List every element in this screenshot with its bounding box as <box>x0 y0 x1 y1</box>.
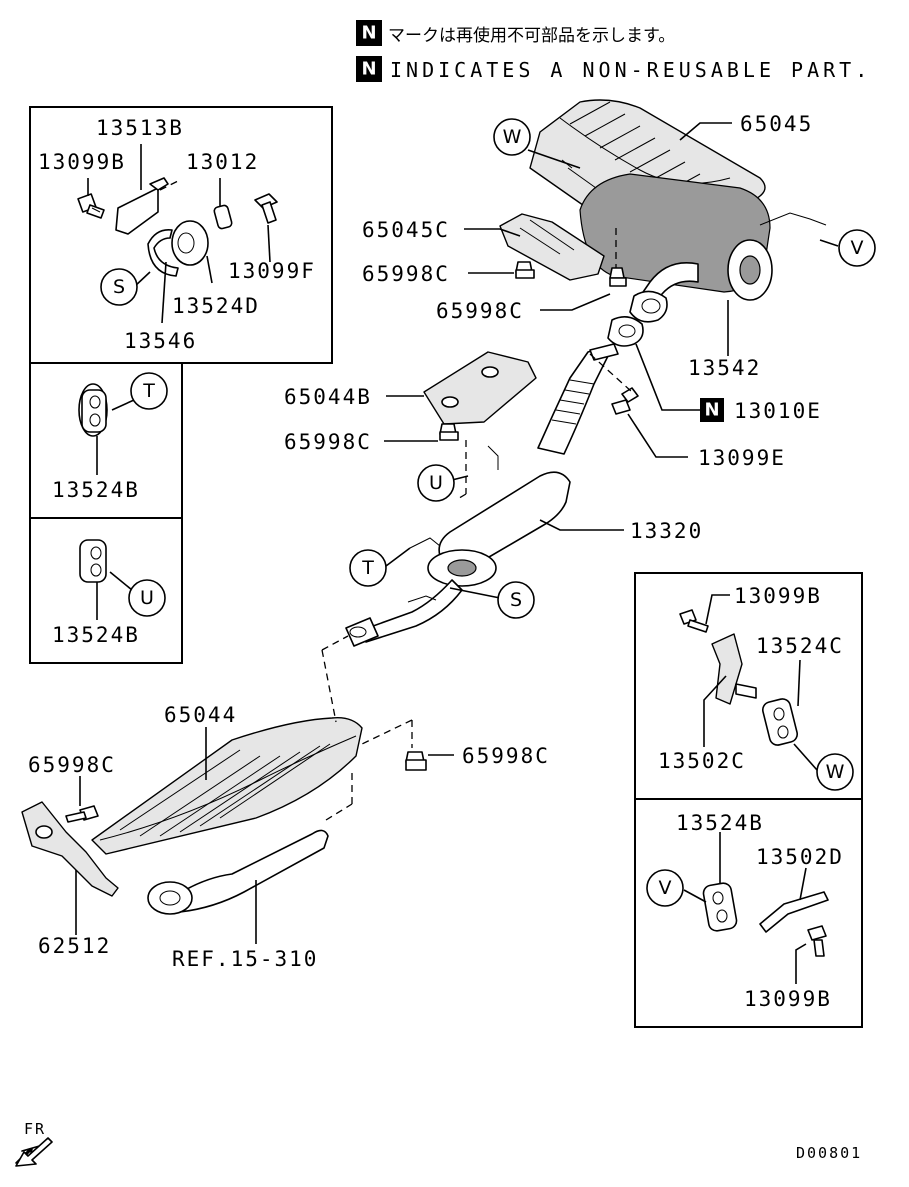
label-13502D: 13502D <box>756 845 844 869</box>
svg-text:W: W <box>826 761 845 783</box>
callout-W-right: W <box>816 753 854 791</box>
label-13524D: 13524D <box>172 294 260 318</box>
label-13546: 13546 <box>124 329 197 353</box>
nonreusable-mark-letter: N <box>361 23 376 44</box>
label-65044: 65044 <box>164 703 237 727</box>
label-65998C-a: 65998C <box>362 262 450 286</box>
bolt-65998C-upper <box>515 261 627 287</box>
label-13010E: 13010E <box>734 399 822 423</box>
label-65045C: 65045C <box>362 218 450 242</box>
part-labels: 13513B 13099B 13012 13099F 13524D 13546 … <box>28 112 844 1011</box>
bracket-13513B <box>115 187 159 235</box>
non-reusable-note: N マークは再使用不可部品を示します。 N INDICATES A NON-RE… <box>356 20 871 82</box>
label-13524B-T: 13524B <box>52 478 140 502</box>
callout-T-inset: T <box>130 372 168 410</box>
label-13012: 13012 <box>186 150 259 174</box>
label-13524C: 13524C <box>756 634 844 658</box>
note-english: INDICATES A NON-REUSABLE PART. <box>390 58 871 82</box>
callout-S-center: S <box>497 581 535 619</box>
label-13099B-topleft: 13099B <box>38 150 126 174</box>
label-13320: 13320 <box>630 519 703 543</box>
nonreusable-mark-letter: N <box>361 59 376 80</box>
hanger-13502D-assembly <box>702 882 829 957</box>
label-13524B-U: 13524B <box>52 623 140 647</box>
rubber-hanger-13524B-T <box>78 383 135 475</box>
figure-code: D00801 <box>796 1144 862 1162</box>
nonreusable-mark-letter: N <box>704 400 719 421</box>
pin-13012 <box>213 204 233 230</box>
label-13099F: 13099F <box>228 259 316 283</box>
nonreusable-mark-icon <box>700 398 724 422</box>
center-pipe-13320 <box>345 343 619 647</box>
callout-U-center: U <box>417 464 455 502</box>
label-65998C-e: 65998C <box>28 753 116 777</box>
main-muffler-13542 <box>561 159 827 317</box>
bolt-13099E <box>611 387 639 415</box>
label-13099B-right-bottom: 13099B <box>744 987 832 1011</box>
bolt-65998C-lower-left <box>65 805 99 823</box>
front-pipe-reference <box>147 829 329 915</box>
rubber-hanger-13524D <box>171 220 209 266</box>
label-65045: 65045 <box>740 112 813 136</box>
alignment-lines <box>321 228 633 821</box>
label-65044B: 65044B <box>284 385 372 409</box>
label-13099B-right-top: 13099B <box>734 584 822 608</box>
label-13502C: 13502C <box>658 749 746 773</box>
svg-text:U: U <box>140 587 154 609</box>
callout-S-inset: S <box>100 268 138 306</box>
callout-T-center: T <box>349 549 387 587</box>
label-13099E: 13099E <box>698 446 786 470</box>
heat-shield-65044B <box>423 351 537 425</box>
heat-shield-65045C <box>499 213 605 281</box>
svg-text:U: U <box>429 472 443 494</box>
hanger-bracket-assembly <box>77 144 278 324</box>
label-ref-15-310: REF.15-310 <box>172 947 318 971</box>
gasket-13010E <box>607 316 644 347</box>
svg-text:S: S <box>510 589 522 611</box>
label-62512: 62512 <box>38 934 111 958</box>
label-65998C-c: 65998C <box>284 430 372 454</box>
right-inset-boxes <box>634 572 863 1028</box>
flange-pipe-end <box>629 290 668 323</box>
rubber-hanger-13524B-U <box>79 539 133 620</box>
nonreusable-mark-icon <box>356 56 382 82</box>
bolt-13099F <box>254 193 278 224</box>
svg-text:W: W <box>503 126 522 148</box>
fr-label: FR <box>24 1120 46 1138</box>
callout-V-top: V <box>838 229 876 267</box>
bolt-65998C-center <box>439 423 459 441</box>
label-13524B-right: 13524B <box>676 811 764 835</box>
callout-V-right: V <box>646 869 684 907</box>
svg-text:V: V <box>659 877 672 899</box>
svg-text:T: T <box>361 557 374 579</box>
label-13542: 13542 <box>688 356 761 380</box>
callout-U-inset: U <box>128 579 166 617</box>
label-65998C-b: 65998C <box>436 299 524 323</box>
svg-text:V: V <box>851 237 864 259</box>
front-direction-indicator: FR <box>15 1120 53 1167</box>
bolt-65998C-lower-right <box>405 751 427 771</box>
bolt-13099B-topleft <box>77 193 105 219</box>
heat-shield-65044 <box>91 717 363 855</box>
callout-circles: W V S T U U T S <box>100 118 876 907</box>
hanger-13502C-assembly <box>679 609 799 746</box>
callout-W-top: W <box>493 118 531 156</box>
bracket-62512 <box>21 801 119 897</box>
note-japanese: マークは再使用不可部品を示します。 <box>388 25 675 46</box>
label-13513B: 13513B <box>96 116 184 140</box>
label-65998C-d: 65998C <box>462 744 550 768</box>
left-inset-boxes <box>29 106 333 664</box>
svg-text:S: S <box>113 276 125 298</box>
svg-text:T: T <box>142 380 155 402</box>
nonreusable-mark-icon <box>356 20 382 46</box>
